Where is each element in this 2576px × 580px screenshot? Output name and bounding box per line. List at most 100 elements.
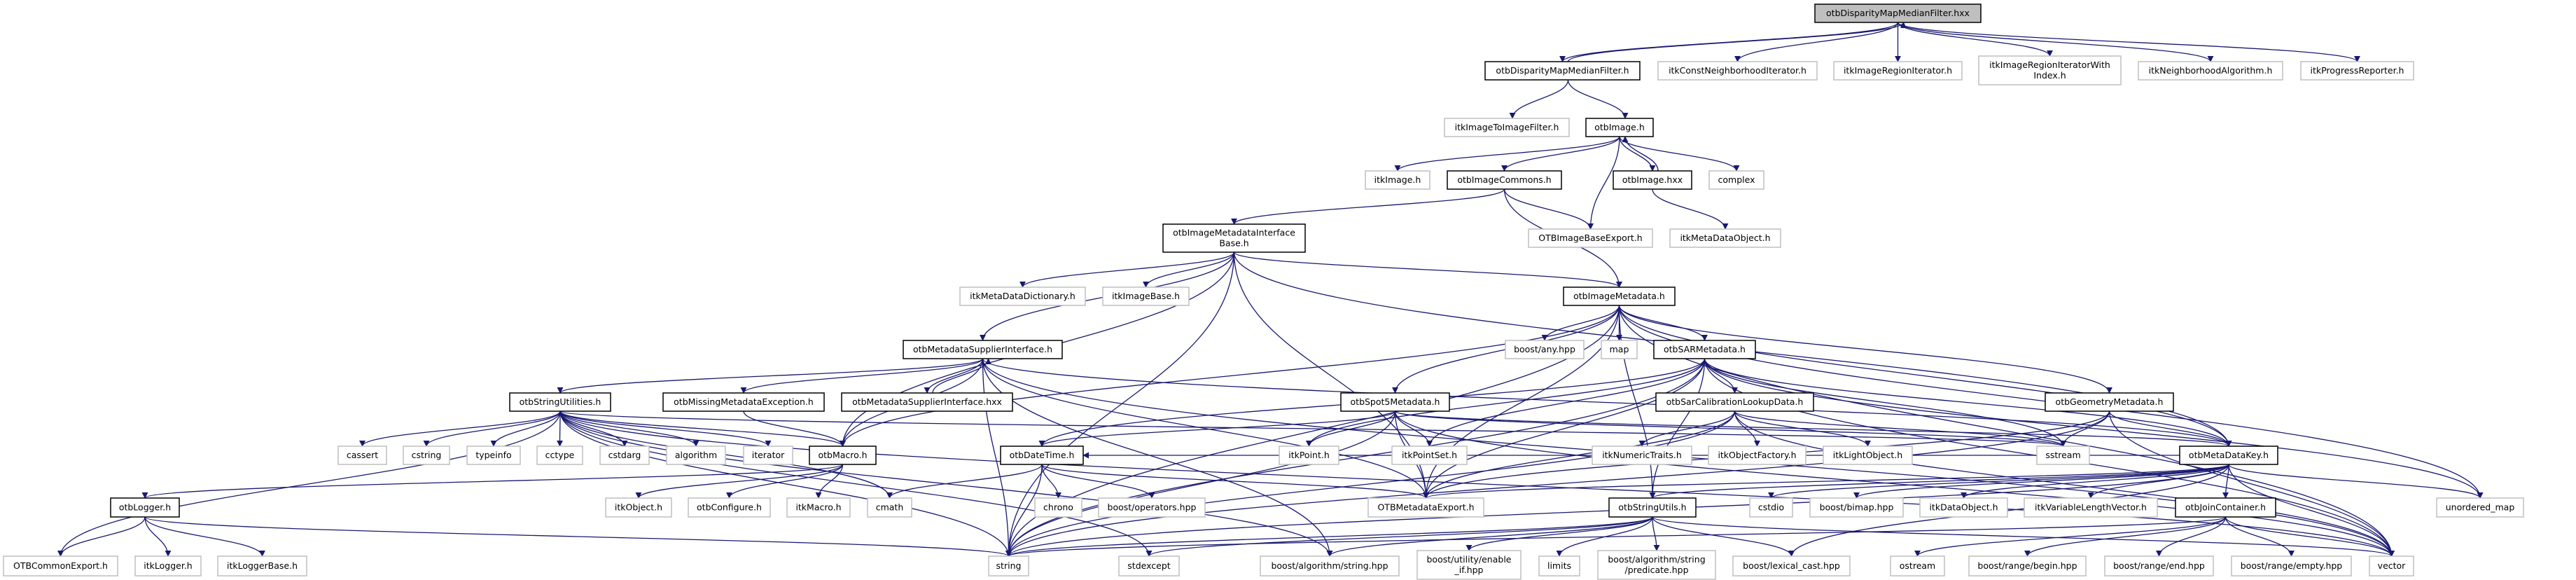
dependency-edge [1587,136,1620,230]
node-label: cstdio [1758,502,1784,513]
node-itkmacro[interactable]: itkMacro.h [786,497,851,518]
node-otbmetadatakey[interactable]: otbMetaDataKey.h [2179,446,2278,465]
node-label: otbMacro.h [819,450,868,460]
dependency-edge [1897,22,2214,62]
node-box [743,446,793,465]
node-boost-enable-if[interactable]: boost/utility/enable_if.hpp [1416,550,1522,580]
node-otbmetadatasupplierinterface-h[interactable]: otbMetadataSupplierInterface.h [903,340,1063,359]
node-otbimagebaseexport[interactable]: OTBImageBaseExport.h [1528,228,1653,248]
node-otbimage-h[interactable]: otbImage.h [1585,118,1654,137]
node-itkneighborhoodalgorithm[interactable]: itkNeighborhoodAlgorithm.h [2138,61,2283,81]
node-cassert[interactable]: cassert [337,446,387,465]
node-itkprogressreporter[interactable]: itkProgressReporter.h [2300,61,2414,81]
node-itkobject[interactable]: itkObject.h [605,497,672,518]
node-otblogger[interactable]: otbLogger.h [110,497,180,518]
node-otbjoincontainer[interactable]: otbJoinContainer.h [2175,497,2276,518]
node-dmmf-h[interactable]: otbDisparityMapMedianFilter.h [1484,61,1641,81]
node-otbmetadatasupplierinterface-hxx[interactable]: otbMetadataSupplierInterface.hxx [841,392,1013,412]
node-itkmetadatadictionary[interactable]: itkMetaDataDictionary.h [959,286,1086,306]
node-itknumerictraits[interactable]: itkNumericTraits.h [1592,446,1692,465]
node-boost-range-begin[interactable]: boost/range/begin.hpp [1968,555,2087,576]
dependency-edge [1231,188,1505,225]
dependency-edge [559,410,1012,557]
node-chrono[interactable]: chrono [1034,497,1082,518]
node-itkmetadataobject[interactable]: itkMetaDataObject.h [1669,228,1781,248]
node-box [536,446,583,465]
node-box [1809,497,1904,518]
node-sstream[interactable]: sstream [2036,446,2090,465]
node-itkobjectfactory[interactable]: itkObjectFactory.h [1708,446,1806,465]
node-box [2369,555,2414,576]
node-otbmetadataexport[interactable]: OTBMetadataExport.h [1367,497,1484,518]
node-limits[interactable]: limits [1538,555,1580,576]
node-boost-lexical-cast[interactable]: boost/lexical_cast.hpp [1732,555,1851,576]
node-itkimage[interactable]: itkImage.h [1365,170,1430,190]
node-itkimagebase[interactable]: itkImageBase.h [1102,286,1190,306]
node-boost-operators[interactable]: boost/operators.hpp [1098,497,1206,518]
node-otbconfigure[interactable]: otbConfigure.h [688,497,771,518]
node-boost-range-empty[interactable]: boost/range/empty.hpp [2231,555,2352,576]
node-otbgeometrymetadata[interactable]: otbGeometryMetadata.h [2045,392,2174,412]
node-cstring[interactable]: cstring [403,446,450,465]
node-vector[interactable]: vector [2369,555,2414,576]
node-boost-range-end[interactable]: boost/range/end.hpp [2104,555,2214,576]
node-otbcommonexport[interactable]: OTBCommonExport.h [3,555,118,576]
node-itkimageregioniterator[interactable]: itkImageRegionIterator.h [1833,61,1963,81]
node-label: itkDataObject.h [1929,502,1998,513]
node-otbimage-hxx[interactable]: otbImage.hxx [1613,170,1692,190]
node-otbdatetime[interactable]: otbDateTime.h [1000,446,1084,465]
node-otbimagecommons[interactable]: otbImageCommons.h [1447,170,1562,190]
node-root[interactable]: otbDisparityMapMedianFilter.hxx [1814,4,1982,23]
node-complex[interactable]: complex [1708,170,1764,190]
node-label: boost/any.hpp [1514,344,1575,354]
node-itklightobject[interactable]: itkLightObject.h [1823,446,1913,465]
dependency-edge [982,358,1429,499]
node-typeinfo[interactable]: typeinfo [466,446,521,465]
dependency-edge [359,410,561,447]
node-cmath[interactable]: cmath [867,497,912,518]
node-boost-any[interactable]: boost/any.hpp [1505,340,1585,359]
node-boost-algorithm-string[interactable]: boost/algorithm/string.hpp [1260,555,1400,576]
node-iterator[interactable]: iterator [743,446,793,465]
node-label: itkLoggerBase.h [227,560,298,571]
node-cstdio[interactable]: cstdio [1749,497,1793,518]
dependency-edge [1041,464,1429,499]
node-itkvariablelengthvector[interactable]: itkVariableLengthVector.h [2024,497,2158,518]
node-cctype[interactable]: cctype [536,446,583,465]
node-cstdarg[interactable]: cstdarg [599,446,650,465]
node-otbsarcalibrationlookupdata[interactable]: otbSarCalibrationLookupData.h [1655,392,1814,412]
node-string[interactable]: string [988,555,1029,576]
node-otbstringutilities[interactable]: otbStringUtilities.h [509,392,611,412]
node-itkloggerbase[interactable]: itkLoggerBase.h [217,555,307,576]
node-itkimagetoimagefilter[interactable]: itkImageToImageFilter.h [1444,118,1570,137]
dependency-edge [1306,410,1396,447]
node-algorithm[interactable]: algorithm [666,446,726,465]
node-otbsarmetadata[interactable]: otbSARMetadata.h [1653,340,1756,359]
node-itkdataobject[interactable]: itkDataObject.h [1919,497,2008,518]
node-itkconstneighborhooditerator[interactable]: itkConstNeighborhoodIterator.h [1657,61,1818,81]
node-otbmacro[interactable]: otbMacro.h [809,446,877,465]
node-otbmissingmetadataexception[interactable]: otbMissingMetadataException.h [662,392,825,412]
node-box [1655,392,1814,412]
node-label: otbDateTime.h [1010,450,1075,460]
node-otbstringutils[interactable]: otbStringUtils.h [1608,497,1697,518]
node-boost-predicate[interactable]: boost/algorithm/string/predicate.hpp [1597,550,1716,580]
node-stdexcept[interactable]: stdexcept [1118,555,1180,576]
node-boost-bimap[interactable]: boost/bimap.hpp [1809,497,1904,518]
node-box [217,555,307,576]
dependency-edge [924,358,984,394]
node-unordered-map[interactable]: unordered_map [2436,497,2524,518]
node-otbspot5metadata[interactable]: otbSpot5Metadata.h [1340,392,1450,412]
node-otbimagemetadata[interactable]: otbImageMetadata.h [1563,286,1676,306]
node-label: boost/algorithm/string [1608,554,1705,565]
node-box [2024,497,2158,518]
node-map[interactable]: map [1601,340,1638,359]
node-box [1484,61,1641,81]
node-itkpoint[interactable]: itkPoint.h [1279,446,1339,465]
node-label: unordered_map [2446,502,2515,513]
node-ostream[interactable]: ostream [1890,555,1945,576]
node-itkpointset[interactable]: itkPointSet.h [1391,446,1468,465]
node-itklogger[interactable]: itkLogger.h [134,555,202,576]
